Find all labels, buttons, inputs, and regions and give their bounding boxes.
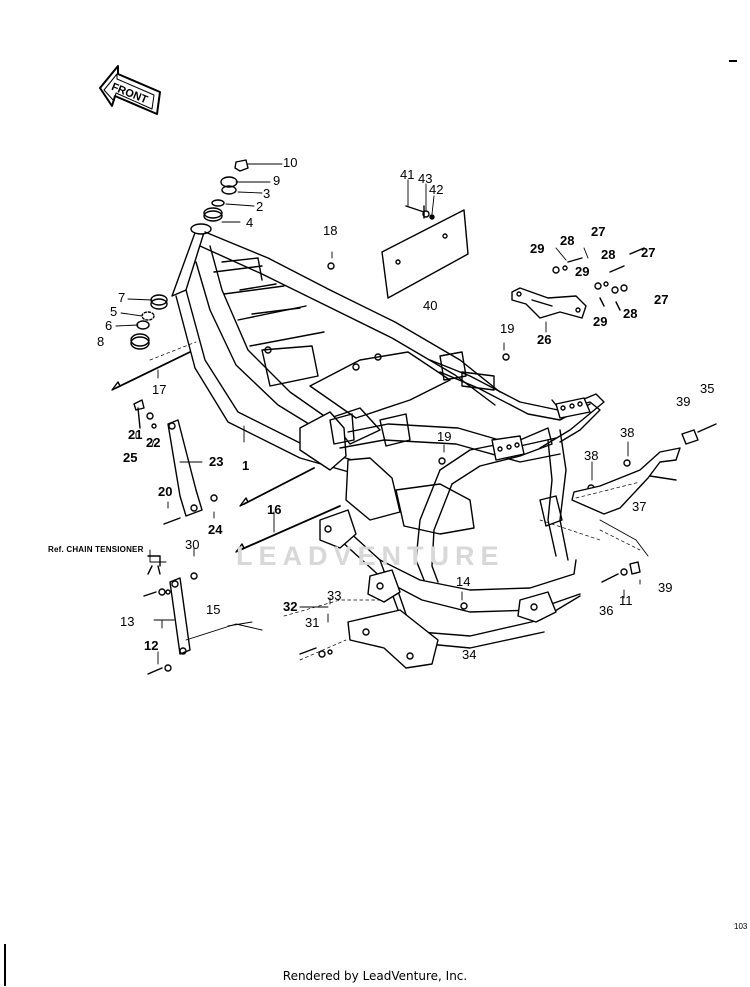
callout-40: 40 (423, 298, 438, 313)
rear-bracket-parts (511, 247, 645, 319)
callout-41: 41 (400, 167, 415, 182)
callout-31: 31 (305, 615, 320, 630)
callout-21: 21 (128, 427, 143, 442)
callout-42: 42 (429, 182, 444, 197)
callout-5: 5 (110, 304, 118, 319)
callout-22: 22 (146, 435, 161, 450)
callout-26: 26 (537, 332, 552, 347)
callout-1: 1 (242, 458, 250, 473)
long-bolts (111, 351, 341, 553)
callout-29: 29 (575, 264, 590, 279)
callout-27: 27 (591, 224, 606, 239)
callout-19: 19 (500, 321, 515, 336)
callout-7: 7 (118, 290, 126, 305)
callout-43: 43 (418, 171, 433, 186)
callout-39: 39 (658, 580, 673, 595)
callout-28: 28 (560, 233, 575, 248)
callout-15: 15 (206, 602, 221, 617)
callout-10: 10 (283, 155, 298, 170)
callout-34: 34 (462, 647, 477, 662)
main-frame (171, 223, 605, 649)
callout-37: 37 (632, 499, 647, 514)
leader-lines (115, 163, 649, 665)
footer-credit: Rendered by LeadVenture, Inc. (282, 969, 468, 983)
callout-3: 3 (263, 186, 271, 201)
dashed-guides (149, 341, 641, 661)
callout-19: 19 (437, 429, 452, 444)
engine-bracket-34 (299, 561, 641, 669)
callout-20: 20 (158, 484, 173, 499)
callout-27: 27 (654, 292, 669, 307)
callout-33: 33 (327, 588, 342, 603)
callout-24: 24 (208, 522, 223, 537)
callout-25: 25 (123, 450, 138, 465)
callout-18: 18 (323, 223, 338, 238)
page-number: 103 (734, 922, 748, 931)
callout-9: 9 (273, 173, 281, 188)
callout-32: 32 (283, 599, 298, 614)
page-edge-mark (4, 944, 6, 986)
lower-bearing-parts (130, 294, 168, 350)
callout-8: 8 (97, 334, 105, 349)
license-plate-bracket (381, 205, 469, 299)
callout-36: 36 (599, 603, 614, 618)
callout-16: 16 (267, 502, 282, 517)
callout-11: 11 (619, 593, 633, 608)
corner-dash-mark (729, 60, 737, 62)
callout-28: 28 (601, 247, 616, 262)
callout-17: 17 (152, 382, 167, 397)
chain-tensioner-ref-label: Ref. CHAIN TENSIONER (48, 545, 144, 554)
front-arrow-icon: FRONT (99, 65, 161, 115)
callout-12: 12 (144, 638, 159, 653)
callout-23: 23 (209, 454, 224, 469)
chain-tensioner-parts (143, 555, 198, 675)
callout-29: 29 (530, 241, 545, 256)
callout-4: 4 (246, 215, 254, 230)
callout-13: 13 (120, 614, 135, 629)
callout-29: 29 (593, 314, 608, 329)
bracket-23-assembly (133, 399, 218, 525)
watermark: LEADVENTURE (236, 541, 505, 571)
callout-14: 14 (456, 574, 471, 589)
callout-27: 27 (641, 245, 656, 260)
callout-28: 28 (623, 306, 638, 321)
callout-35: 35 (700, 381, 715, 396)
callout-38: 38 (620, 425, 635, 440)
steering-head-parts (203, 159, 249, 222)
callout-6: 6 (105, 318, 113, 333)
callout-38: 38 (584, 448, 599, 463)
callout-30: 30 (185, 537, 200, 552)
callout-2: 2 (256, 199, 264, 214)
callout-39: 39 (676, 394, 691, 409)
footrest-assembly (571, 423, 717, 515)
